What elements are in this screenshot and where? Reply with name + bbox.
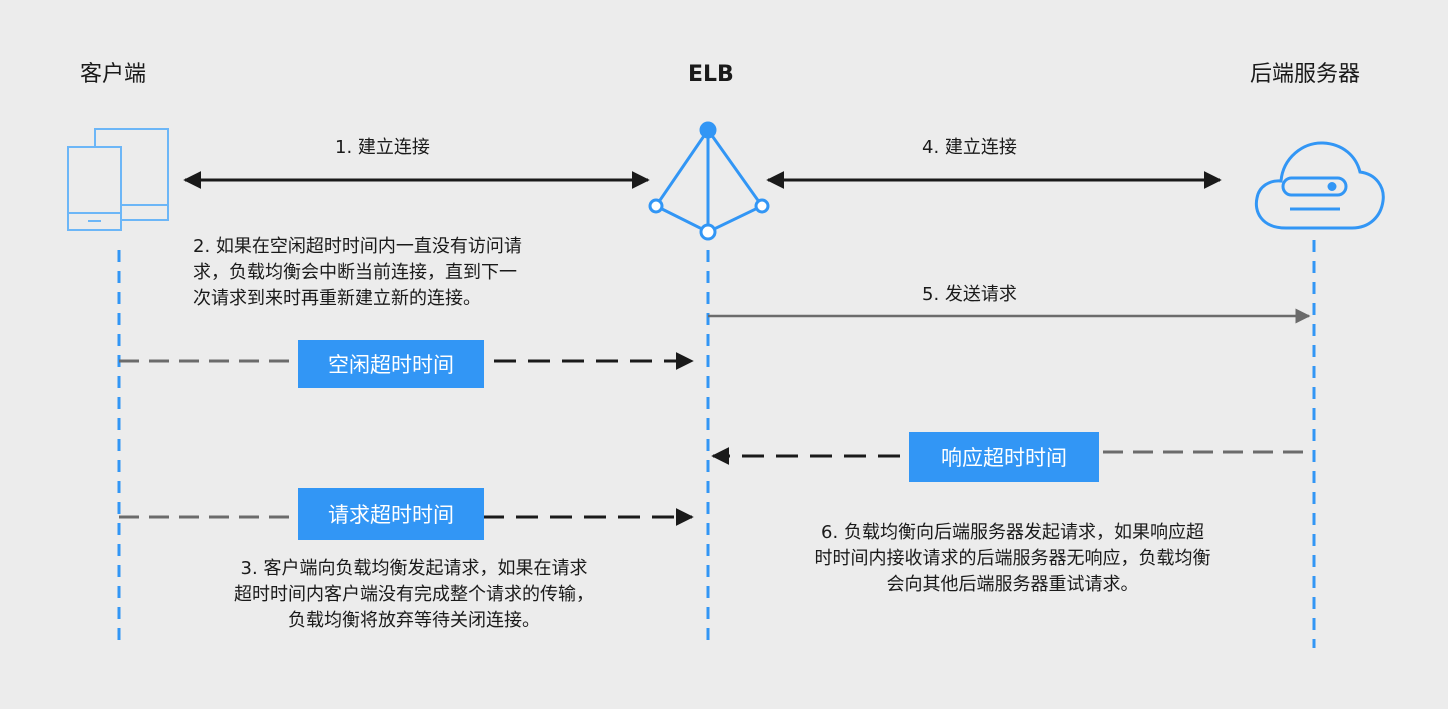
- message-4-label: 4. 建立连接: [922, 137, 1017, 158]
- request-timeout-box: 请求超时时间: [298, 488, 484, 540]
- note-6: 6. 负载均衡向后端服务器发起请求，如果响应超 时时间内接收请求的后端服务器无响…: [814, 522, 1211, 595]
- note-2: 2. 如果在空闲超时时间内一直没有访问请 求，负载均衡会中断当前连接，直到下一 …: [193, 236, 522, 309]
- backend-header: 后端服务器: [1250, 62, 1361, 87]
- elb-network-icon: [648, 121, 770, 241]
- cloud-server-icon: [1254, 141, 1385, 230]
- client-header: 客户端: [80, 62, 147, 87]
- response-timeout-box: 响应超时时间: [909, 432, 1099, 482]
- client-devices-icon: [67, 128, 169, 231]
- note-3: 3. 客户端向负载均衡发起请求，如果在请求 超时时间内客户端没有完成整个请求的传…: [234, 558, 594, 631]
- elb-header: ELB: [688, 62, 734, 87]
- idle-timeout-box: 空闲超时时间: [298, 340, 484, 388]
- message-5-label: 5. 发送请求: [922, 284, 1017, 305]
- message-1-label: 1. 建立连接: [335, 137, 430, 158]
